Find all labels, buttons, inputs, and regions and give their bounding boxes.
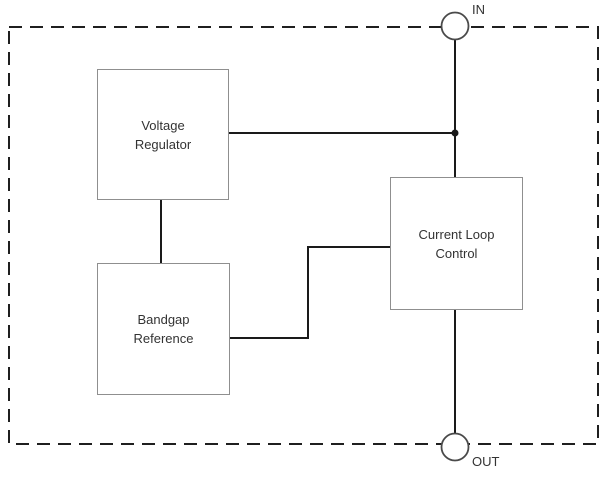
block-bandgap-reference-label: Bandgap Reference (133, 312, 194, 346)
out-pin-circle (440, 432, 470, 462)
out-pin-label: OUT (472, 454, 500, 469)
block-voltage-regulator-label: Voltage Regulator (134, 117, 192, 152)
in-pin-circle (440, 11, 470, 41)
in-pin-label: IN (472, 2, 485, 17)
wire-bandgap-reference-to-current-loop-control (230, 246, 390, 339)
chip-boundary-dashed-border (8, 26, 599, 445)
block-current-loop-control: Current Loop Control (390, 177, 523, 310)
block-bandgap-reference: Bandgap Reference (97, 263, 230, 395)
block-voltage-regulator: Voltage Regulator (97, 69, 229, 200)
block-current-loop-control-label: Current Loop Control (418, 226, 495, 261)
wire-junction-dot (451, 129, 459, 137)
